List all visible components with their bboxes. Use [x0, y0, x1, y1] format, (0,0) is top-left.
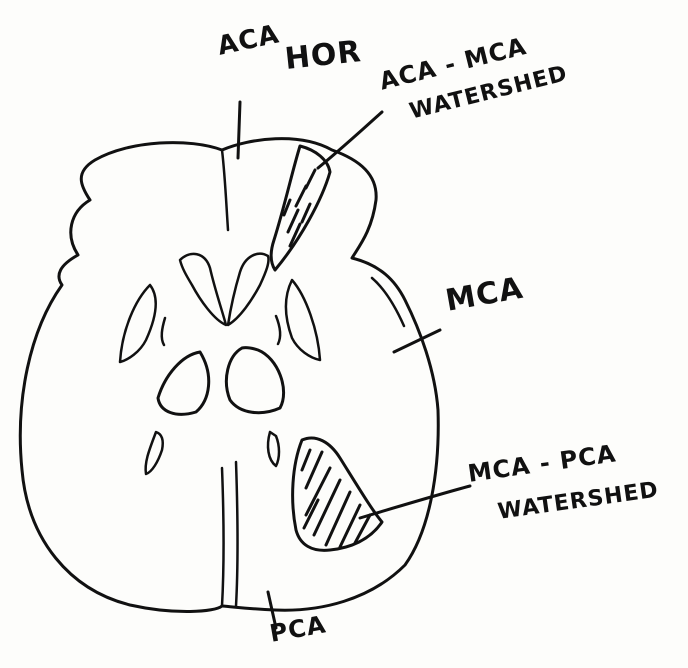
occipital-horn-left	[146, 432, 163, 474]
internal-capsule-right	[276, 316, 280, 344]
interhemispheric-fissure-front	[222, 150, 228, 230]
internal-capsule-left	[162, 318, 165, 345]
occipital-horn-right	[268, 432, 279, 466]
brain-outline	[20, 143, 222, 612]
thalamus-left	[158, 352, 209, 414]
lentiform-right	[286, 280, 320, 360]
sylvian-fissure	[372, 278, 404, 326]
midline-top	[238, 102, 240, 158]
mca-leader-line	[394, 330, 440, 352]
thalamus-right	[226, 348, 283, 413]
frontal-horn-left	[180, 254, 226, 325]
interhemispheric-fissure-back	[222, 462, 238, 606]
mca-pca-hatching	[302, 450, 370, 547]
mca-pca-leader-line	[360, 486, 470, 518]
lentiform-left	[120, 285, 156, 362]
mca-pca-watershed-region	[293, 438, 382, 550]
frontal-horn-right	[228, 254, 269, 325]
